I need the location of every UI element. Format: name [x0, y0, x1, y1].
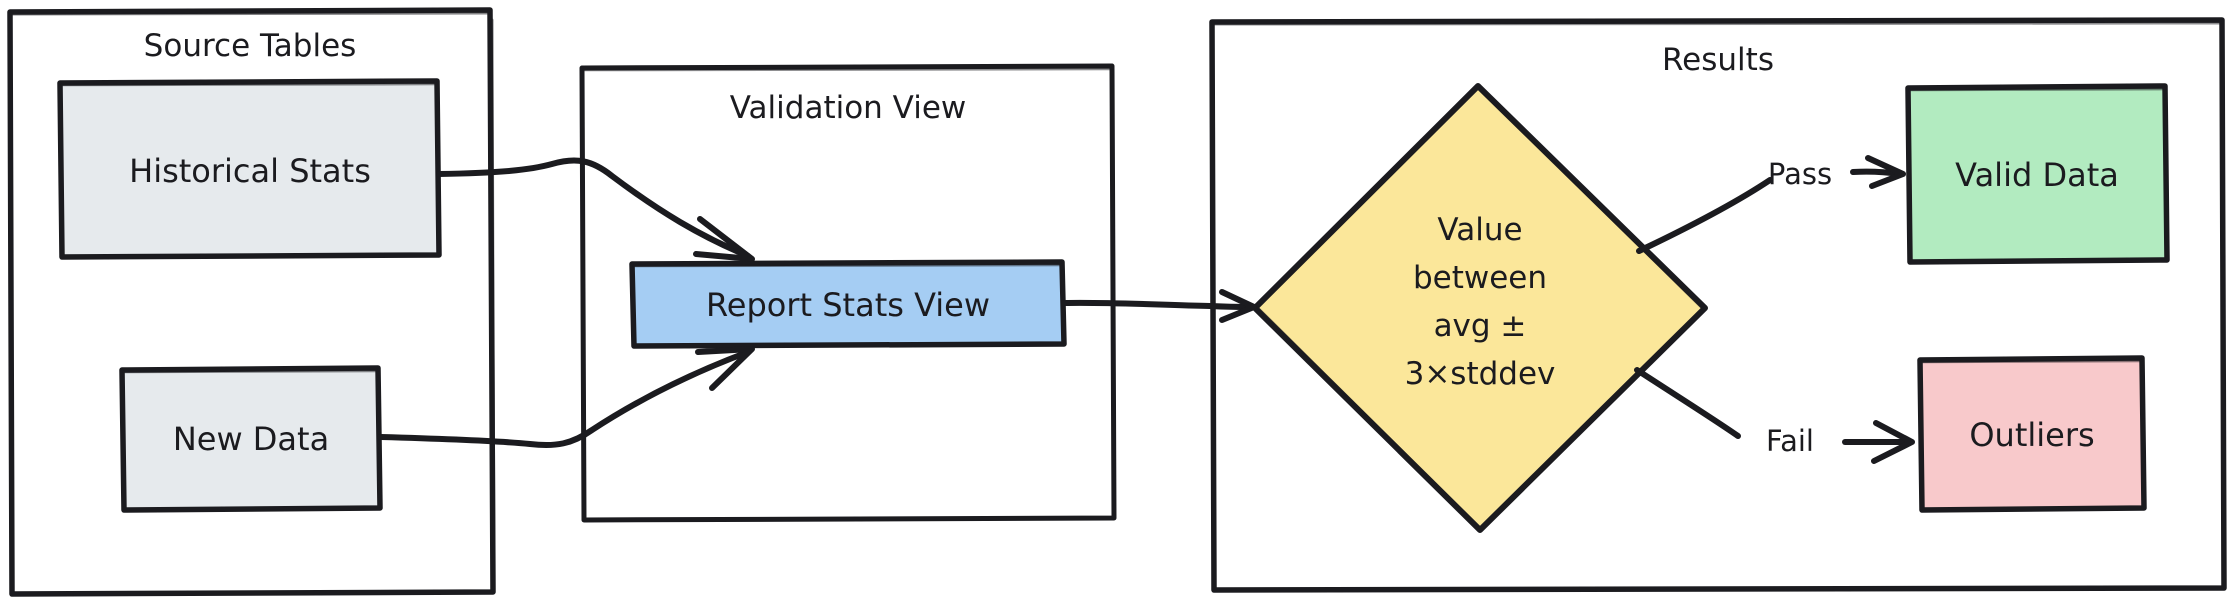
- edge-newdata-to-report-line: [377, 349, 751, 449]
- validation-view-frame: [579, 63, 1117, 523]
- valid-data-box-sketch: [1908, 87, 2169, 258]
- report-stats-view-box-sketch: [632, 263, 1066, 343]
- edge-decision-to-outliers-line: [1634, 367, 1741, 439]
- new-data-label: New Data: [173, 420, 329, 458]
- edge-decision-to-valid-arrowhead: [1865, 155, 1906, 189]
- node-new-data[interactable]: New Data: [119, 365, 383, 513]
- node-outliers[interactable]: Outliers: [1917, 355, 2147, 513]
- decision-line-1: Value: [1437, 212, 1522, 248]
- new-data-box-sketch: [122, 369, 382, 506]
- edge-report-to-decision[interactable]: [1061, 289, 1257, 323]
- group-results[interactable]: Results: [1209, 17, 2227, 593]
- report-stats-view-box: [629, 259, 1067, 349]
- outliers-label: Outliers: [1969, 416, 2094, 454]
- edge-historical-to-report-arrowhead: [693, 216, 755, 262]
- group-title-source-tables: Source Tables: [144, 28, 357, 64]
- validation-view-frame-sketch: [582, 67, 1116, 516]
- edge-report-to-decision-line: [1061, 299, 1255, 310]
- valid-data-box: [1905, 83, 2170, 265]
- report-stats-view-label: Report Stats View: [706, 286, 990, 324]
- node-historical-stats[interactable]: Historical Stats: [57, 78, 442, 260]
- edge-newdata-to-report-arrowhead: [695, 346, 755, 391]
- group-title-validation-view: Validation View: [730, 90, 967, 126]
- results-frame-sketch: [1212, 21, 2226, 586]
- edge-decision-to-outliers-arrowhead: [1871, 420, 1915, 464]
- edge-newdata-to-report[interactable]: [377, 346, 755, 449]
- node-valid-data[interactable]: Valid Data: [1905, 83, 2170, 265]
- edge-historical-to-report-line: [436, 157, 751, 259]
- edge-label-pass: Pass: [1768, 157, 1832, 191]
- decision-line-3: avg ±: [1434, 308, 1527, 344]
- source-tables-frame: [7, 7, 496, 597]
- new-data-box: [119, 365, 383, 513]
- group-source-tables[interactable]: Source Tables: [7, 7, 496, 597]
- outliers-box: [1917, 355, 2147, 513]
- edge-decision-to-outliers[interactable]: Fail: [1634, 367, 1915, 464]
- outliers-box-sketch: [1920, 359, 2146, 506]
- edge-historical-to-report[interactable]: [436, 157, 755, 262]
- historical-stats-box-sketch: [60, 82, 441, 253]
- historical-stats-label: Historical Stats: [129, 152, 371, 190]
- edge-label-fail: Fail: [1766, 424, 1814, 458]
- results-frame: [1209, 17, 2227, 593]
- node-decision-diamond[interactable]: Value between avg ± 3×stddev: [1252, 83, 1708, 533]
- edge-decision-to-valid[interactable]: Pass: [1636, 155, 1906, 254]
- edge-report-to-decision-arrowhead: [1219, 289, 1257, 323]
- valid-data-label: Valid Data: [1955, 156, 2119, 194]
- source-tables-frame-sketch: [10, 11, 496, 590]
- decision-line-2: between: [1413, 260, 1547, 296]
- group-title-results: Results: [1662, 42, 1774, 78]
- group-validation-view[interactable]: Validation View: [579, 63, 1117, 523]
- edge-decision-to-valid-line: [1636, 177, 1773, 254]
- decision-diamond-sketch: [1256, 87, 1704, 529]
- decision-diamond-shape: [1252, 83, 1708, 533]
- decision-line-4: 3×stddev: [1405, 356, 1556, 392]
- node-report-stats-view[interactable]: Report Stats View: [629, 259, 1067, 349]
- historical-stats-box: [57, 78, 442, 260]
